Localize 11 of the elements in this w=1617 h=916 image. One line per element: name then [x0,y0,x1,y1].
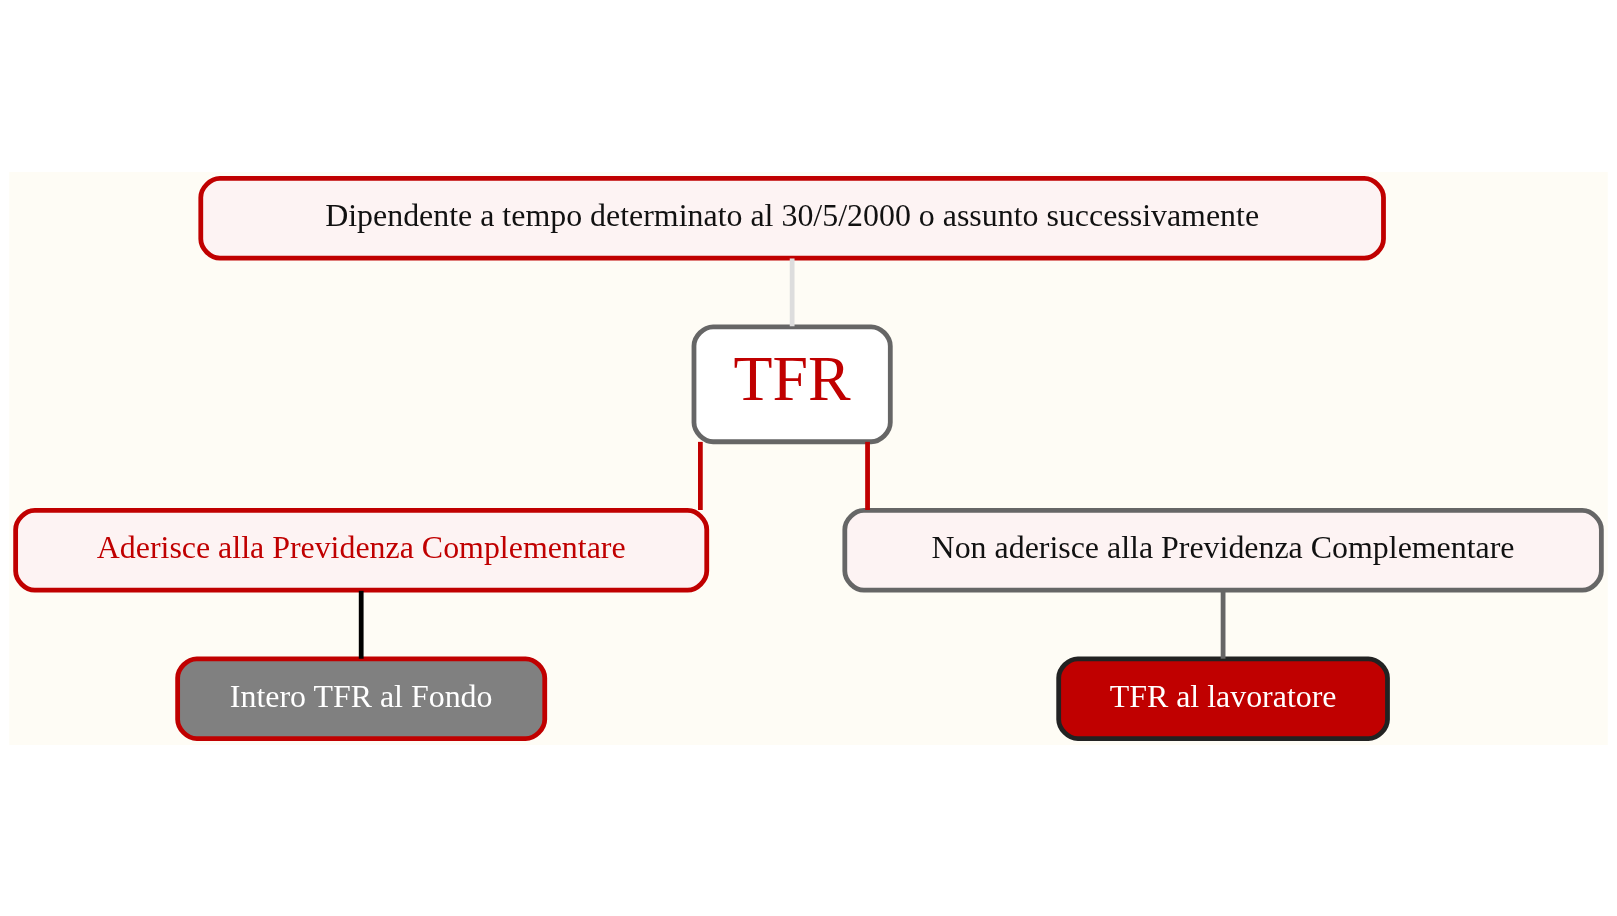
connector [358,590,364,659]
node-box: Non aderisce alla Previdenza Complementare [842,507,1604,593]
node-box: TFR [691,323,893,444]
connector [789,258,795,326]
node-box: TFR al lavoratore [1056,655,1390,741]
connector [865,441,870,510]
connector [697,441,703,510]
node-box: Aderisce alla Previdenza Complementare [13,507,710,593]
node-box: Intero TFR al Fondo [175,655,548,741]
node-box: Dipendente a tempo determinato al 30/5/2000 o assunto successivamente [198,175,1386,261]
connector [1220,590,1226,659]
